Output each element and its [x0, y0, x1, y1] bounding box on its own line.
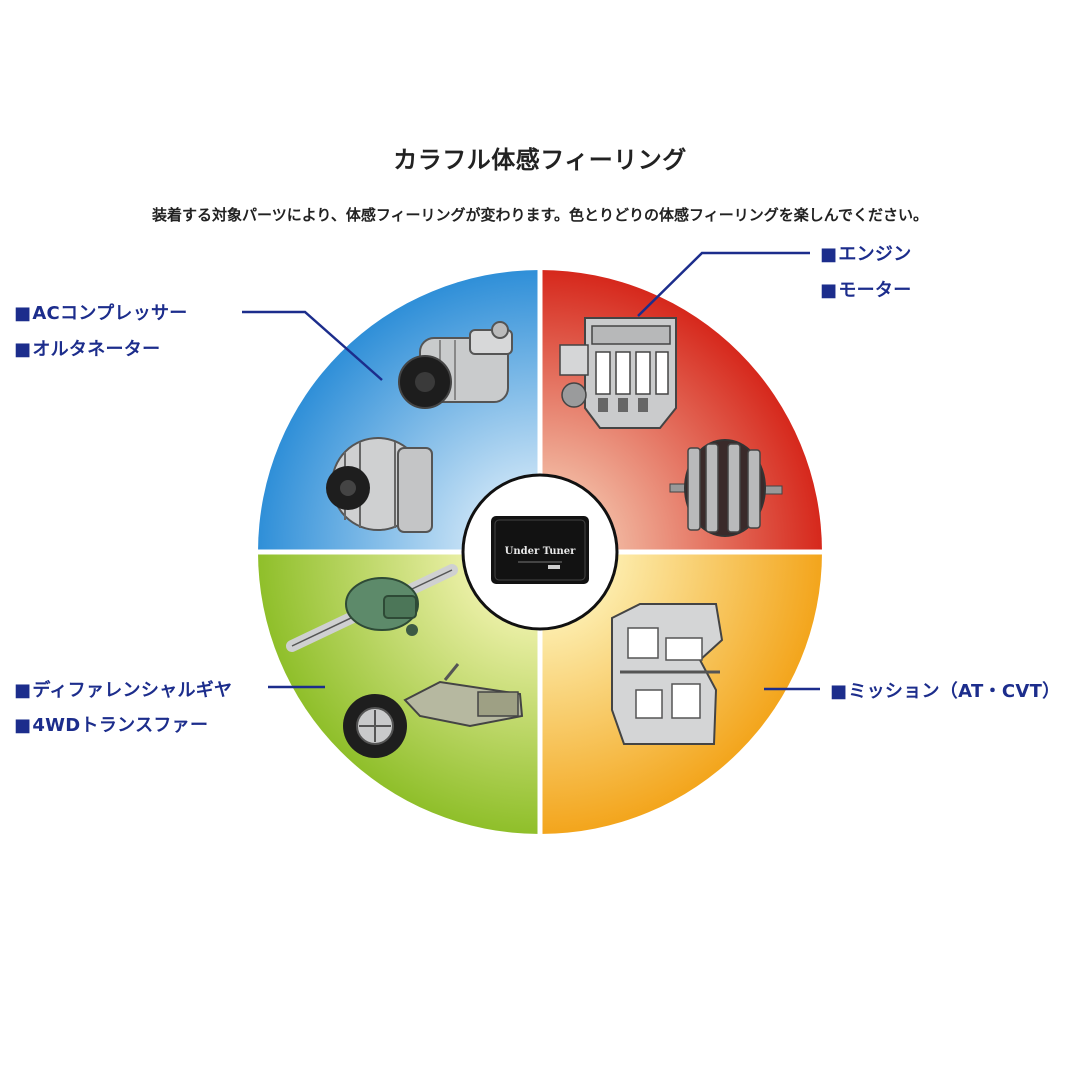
ac-compressor-icon — [398, 321, 513, 409]
transmission-gearbox-icon — [611, 603, 724, 745]
under-tuner-device-icon: Under Tuner — [491, 516, 589, 584]
electric-motor-icon — [669, 439, 783, 537]
label-alternator: ■オルタネーター — [14, 339, 161, 360]
page-subtitle: 装着する対象パーツにより、体感フィーリングが変わります。色とりどりの体感フィーリ… — [152, 206, 928, 224]
label-motor: ■モーター — [820, 280, 912, 301]
page-title: カラフル体感フィーリング — [393, 146, 687, 174]
label-transmission: ■ミッション（AT・CVT） — [830, 681, 1061, 702]
engine-block-icon — [559, 317, 677, 429]
leader-line-top-left — [242, 310, 383, 381]
label-ac-compressor: ■ACコンプレッサー — [14, 303, 188, 324]
alternator-icon — [326, 437, 433, 533]
label-engine: ■エンジン — [820, 244, 912, 265]
label-4wd-transfer: ■4WDトランスファー — [14, 715, 209, 736]
leader-line-top-right — [637, 251, 810, 317]
differential-axle-icon — [286, 564, 458, 652]
device-label: Under Tuner — [505, 546, 577, 557]
label-differential-gear: ■ディファレンシャルギヤ — [14, 680, 233, 701]
transfer-drivetrain-icon — [343, 663, 524, 758]
